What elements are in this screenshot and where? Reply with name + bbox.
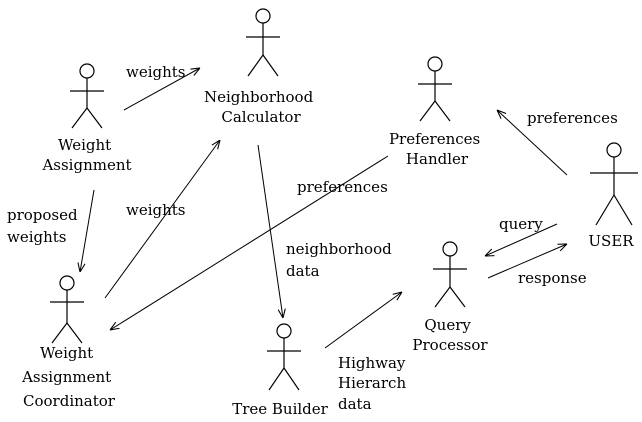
arrow-neighborhood-data: [257, 144, 283, 318]
message-label-line: data: [286, 262, 320, 280]
actor-label: Preferences Handler: [389, 130, 485, 168]
actor-label: USER: [588, 232, 634, 250]
actor-label-line: Neighborhood: [204, 88, 314, 106]
actor-weight-assignment: Weight Assignment: [41, 63, 132, 174]
message-label-query: query: [499, 215, 543, 233]
arrow-weights-from-coordinator: [104, 140, 220, 299]
arrow-proposed-weights: [80, 189, 95, 272]
message-label-line: response: [518, 269, 587, 287]
message-label-line: weights: [7, 228, 67, 246]
message-label-line: neighborhood: [286, 240, 392, 258]
actor-label-line: Processor: [412, 336, 488, 354]
actor-neighborhood-calculator: Neighborhood Calculator: [204, 8, 318, 126]
message-label-line: preferences: [527, 109, 618, 127]
actor-label: Weight Assignment Coordinator: [21, 344, 116, 410]
message-label-line: data: [338, 395, 372, 413]
actor-label: Query Processor: [412, 316, 488, 354]
actor-label-line: Weight: [58, 136, 111, 154]
arrow-query: [485, 223, 558, 256]
message-label-line: preferences: [297, 178, 388, 196]
arrow-response: [487, 244, 567, 279]
actor-label: Weight Assignment: [41, 136, 131, 174]
actor-user: USER: [588, 142, 638, 250]
arrow-preferences-from-user: [497, 110, 568, 176]
arrow-preferences-to-coordinator: [110, 155, 389, 330]
actor-label: Neighborhood Calculator: [204, 88, 318, 126]
stick-figure-icon: [590, 142, 638, 226]
stick-figure-icon: [50, 275, 84, 344]
actor-query-processor: Query Processor: [412, 241, 488, 354]
stick-figure-icon: [70, 63, 104, 129]
actor-label-line: Weight: [40, 344, 93, 362]
actor-weight-assignment-coordinator: Weight Assignment Coordinator: [21, 275, 116, 410]
arrow-highway-hierarch-data: [324, 292, 402, 349]
arrows: [80, 68, 568, 349]
message-label-preferences-to-coordinator: preferences: [297, 178, 388, 196]
actor-label-line: USER: [588, 232, 634, 250]
actor-label-line: Coordinator: [23, 392, 116, 410]
actor-label-line: Query: [424, 316, 471, 334]
message-label-neighborhood-data: neighborhood data: [286, 240, 397, 280]
arrow-weights-to-calculator: [123, 68, 200, 111]
message-label-line: query: [499, 215, 543, 233]
stick-figure-icon: [246, 8, 280, 77]
message-label-line: proposed: [7, 206, 78, 224]
actor-label-line: Handler: [406, 150, 469, 168]
actor-label-line: Assignment: [21, 368, 111, 386]
actor-label-line: Preferences: [389, 130, 480, 148]
message-labels: weights preferences preferences proposed…: [7, 63, 618, 413]
message-label-line: weights: [126, 201, 186, 219]
actor-label-line: Calculator: [221, 108, 301, 126]
actor-preferences-handler: Preferences Handler: [389, 56, 485, 168]
message-label-line: Hierarch: [338, 374, 406, 392]
message-label-weights-from-coordinator: weights: [126, 201, 186, 219]
message-label-response: response: [518, 269, 587, 287]
actor-tree-builder: Tree Builder: [232, 323, 329, 418]
message-label-line: Highway: [338, 354, 406, 372]
actor-label-line: Assignment: [41, 156, 131, 174]
stick-figure-icon: [433, 241, 467, 308]
message-label-line: weights: [126, 63, 186, 81]
message-label-weights-to-calculator: weights: [126, 63, 186, 81]
message-label-preferences-from-user: preferences: [527, 109, 618, 127]
stick-figure-icon: [267, 323, 301, 391]
stick-figure-icon: [418, 56, 452, 122]
message-label-proposed-weights: proposed weights: [7, 206, 82, 246]
actor-label-line: Tree Builder: [232, 400, 328, 418]
actor-label: Tree Builder: [232, 400, 328, 418]
message-label-highway-hierarch-data: Highway Hierarch data: [338, 354, 411, 413]
